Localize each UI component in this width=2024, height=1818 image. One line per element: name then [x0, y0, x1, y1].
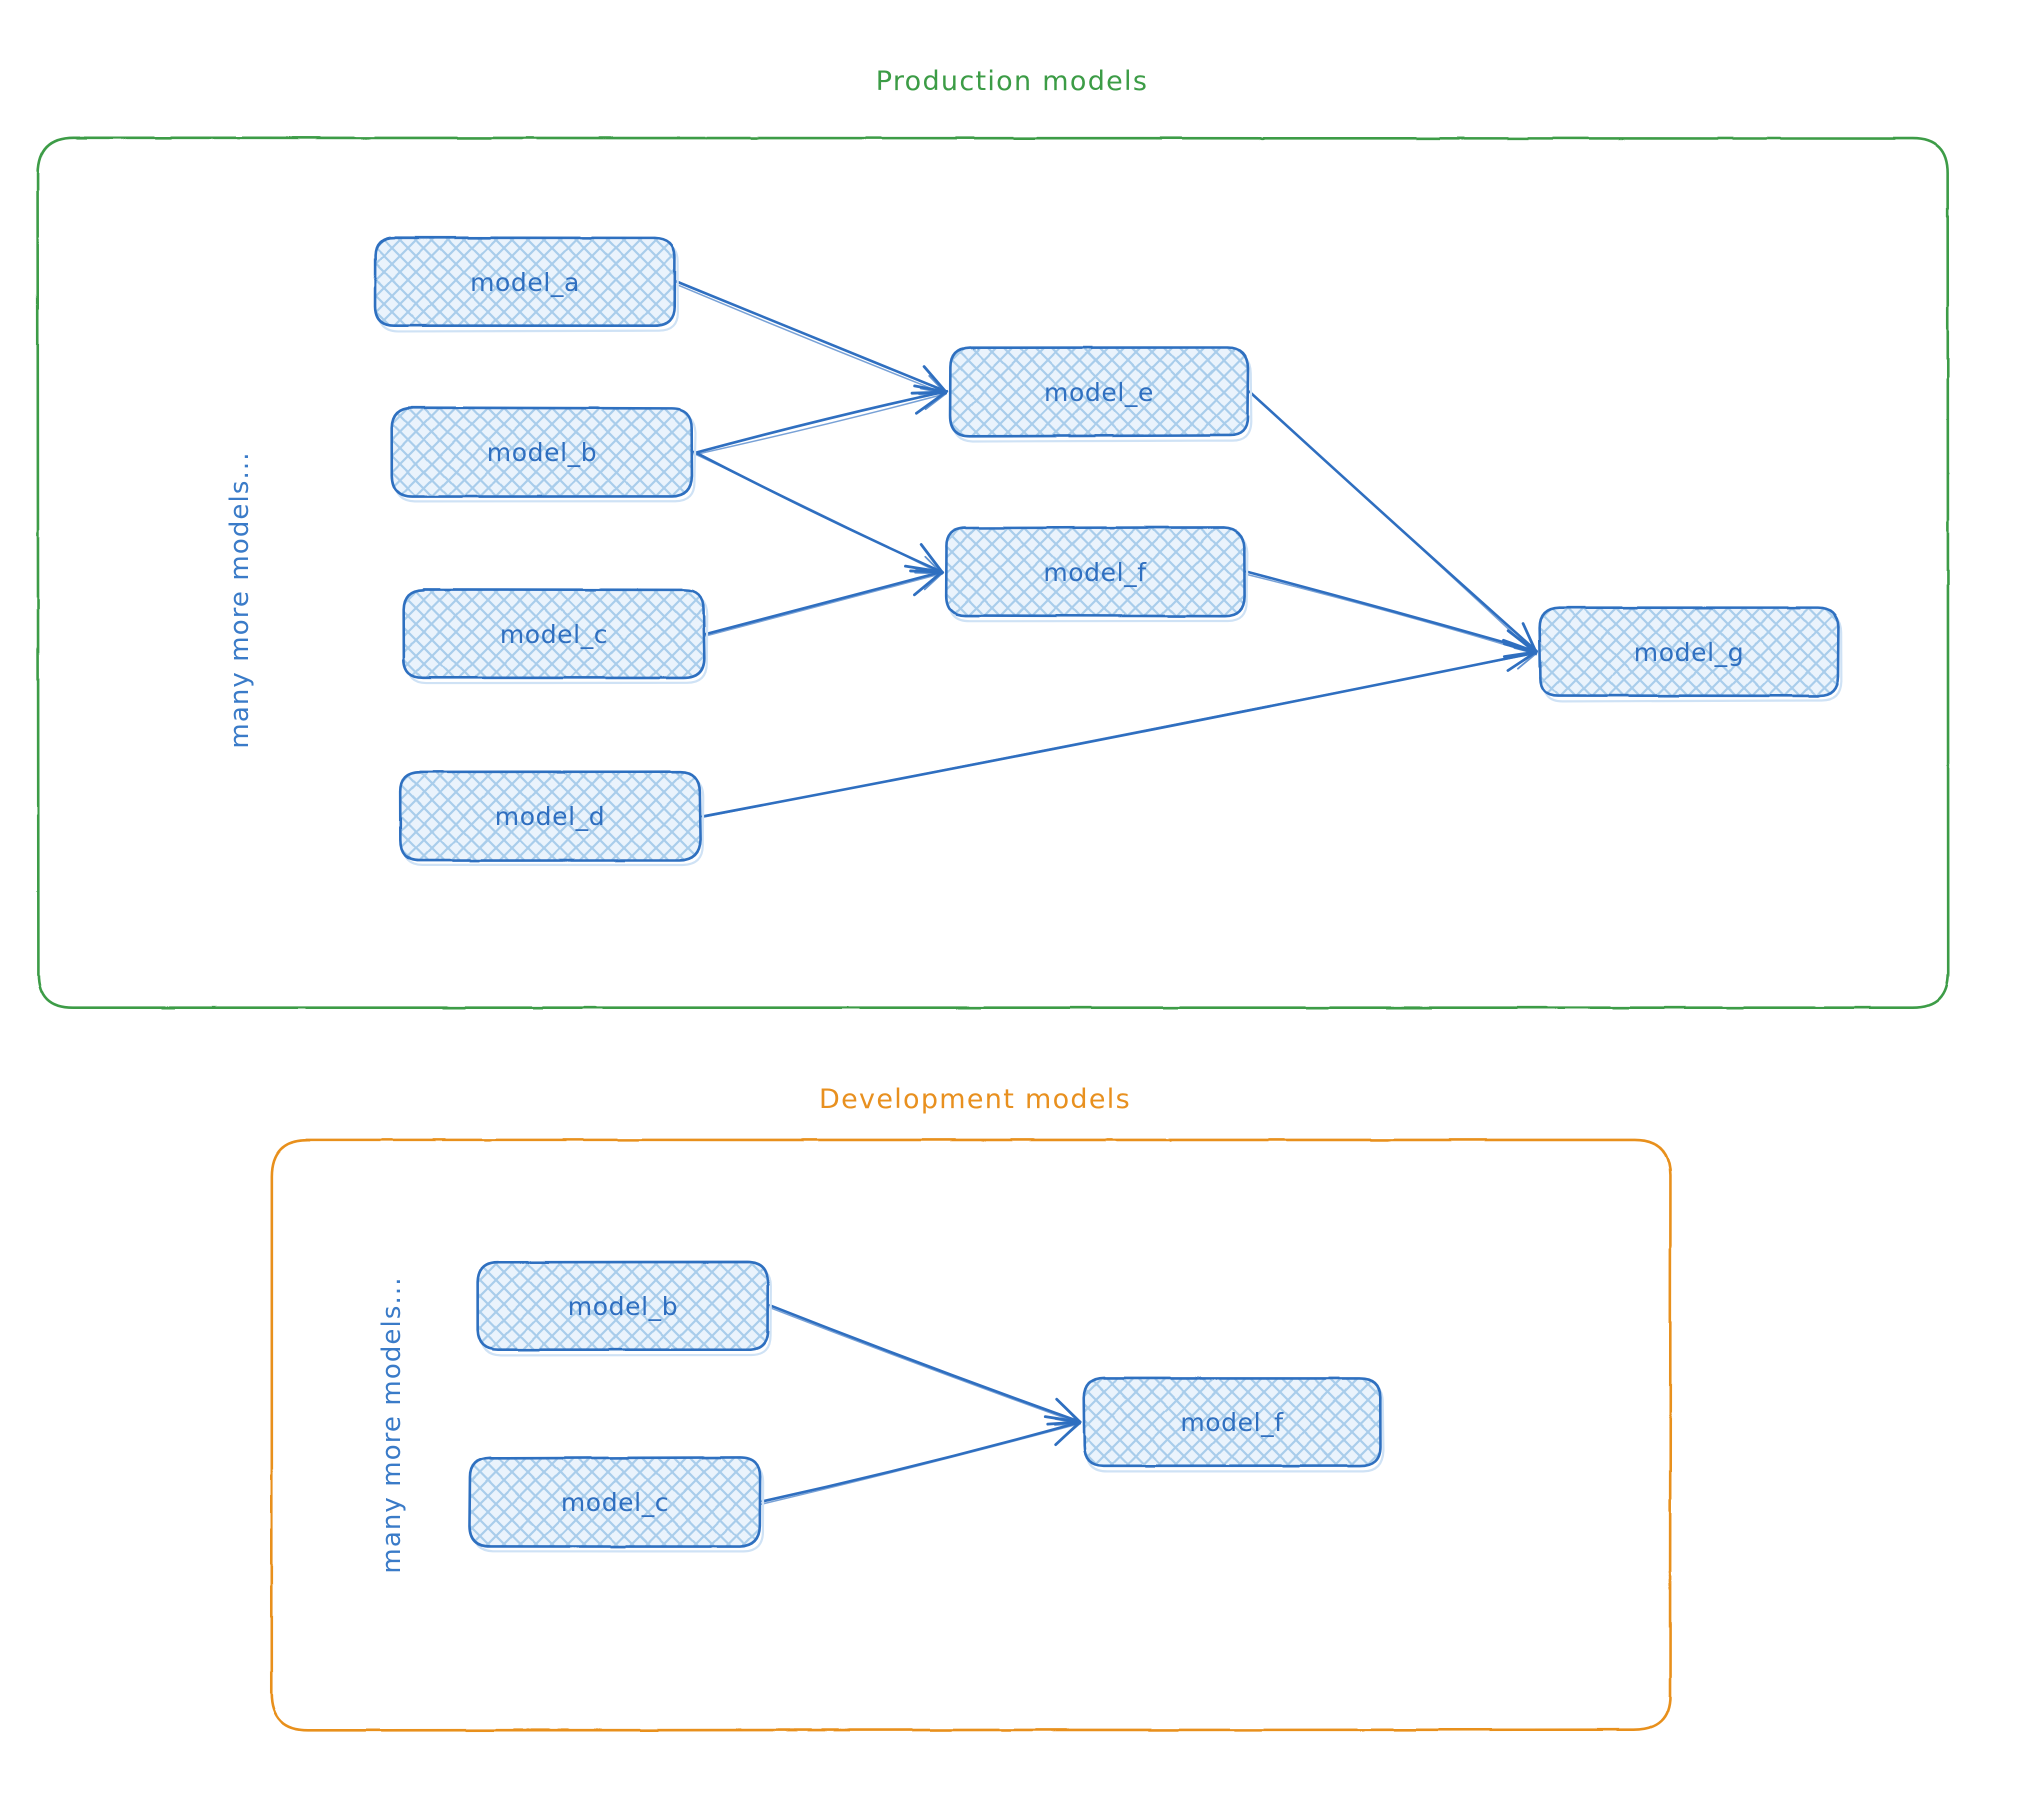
node-box	[1082, 1376, 1382, 1468]
edge-model_b-to-model_f	[692, 450, 945, 575]
node-box	[373, 236, 677, 328]
node-box	[948, 346, 1250, 438]
node-label: model_d	[495, 802, 605, 831]
group-title-development: Development models	[819, 1084, 1131, 1115]
edge-model_a-to-model_e	[675, 280, 948, 396]
node-model_a[interactable]: model_a	[373, 236, 679, 333]
node-label: model_e	[1044, 378, 1154, 407]
edge-model_d-to-model_g	[701, 642, 1538, 818]
group-container-production	[36, 136, 1950, 1010]
node-box	[402, 588, 706, 680]
edge-model_c-to-model_f	[704, 564, 944, 637]
node-model_e[interactable]: model_e	[948, 346, 1253, 443]
node-model_b[interactable]: model_b	[390, 406, 697, 503]
node-model_c[interactable]: model_c	[402, 588, 709, 685]
node-label: model_c	[561, 1488, 669, 1517]
node-box	[476, 1260, 770, 1352]
node-box	[1538, 606, 1840, 698]
node-model_f[interactable]: model_f	[944, 526, 1249, 623]
group-container-development	[270, 1138, 1672, 1732]
node-label: model_f	[1180, 1408, 1284, 1437]
node-label: model_a	[470, 268, 580, 297]
edge-dev_model_c-to-dev_model_f	[760, 1415, 1082, 1505]
node-model_d[interactable]: model_d	[398, 770, 705, 867]
node-label: model_b	[487, 438, 597, 467]
edge-model_e-to-model_g	[1248, 390, 1538, 656]
edge-model_b-to-model_e	[693, 384, 949, 456]
node-box	[944, 526, 1246, 618]
node-label: model_b	[568, 1292, 678, 1321]
node-label: model_f	[1043, 558, 1147, 587]
node-dev_model_f[interactable]: model_f	[1082, 1376, 1385, 1473]
node-label: model_g	[1634, 638, 1744, 667]
side-label-development: many more models...	[377, 1276, 407, 1573]
node-dev_model_b[interactable]: model_b	[476, 1260, 772, 1357]
side-label-production: many more models...	[225, 451, 255, 748]
node-box	[390, 406, 694, 498]
node-box	[398, 770, 702, 862]
node-label: model_c	[500, 620, 608, 649]
node-box	[468, 1456, 762, 1548]
node-model_g[interactable]: model_g	[1538, 606, 1843, 703]
node-dev_model_c[interactable]: model_c	[468, 1456, 765, 1553]
group-title-production: Production models	[876, 66, 1148, 97]
edge-dev_model_b-to-dev_model_f	[768, 1304, 1082, 1426]
